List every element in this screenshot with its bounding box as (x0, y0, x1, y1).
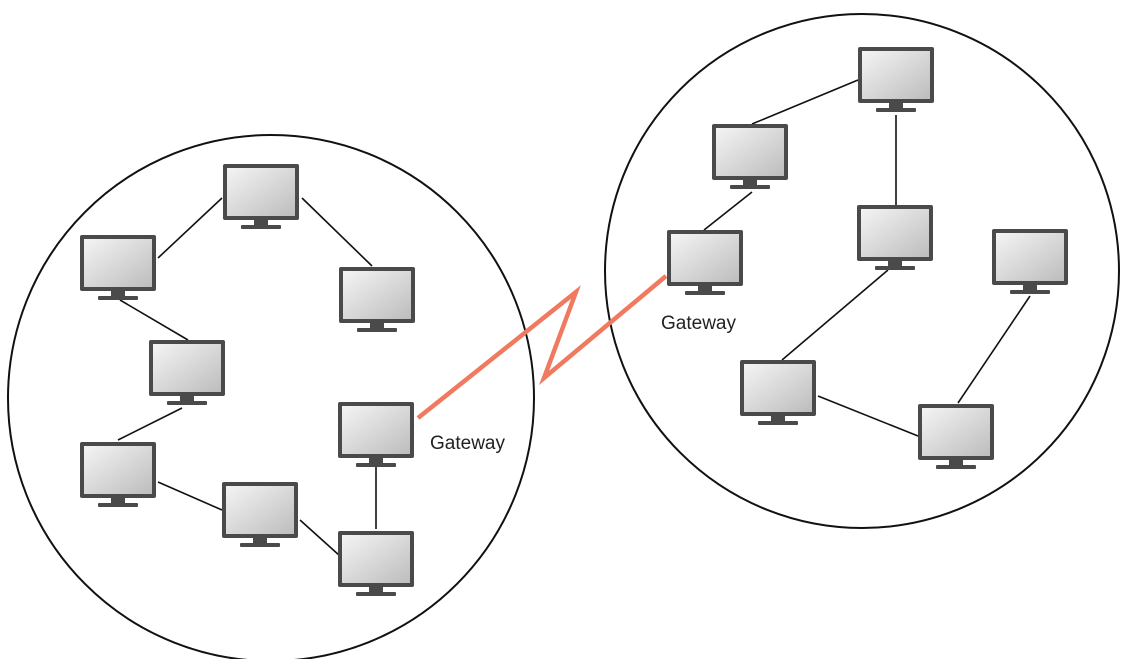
gateway-label-network-b: Gateway (661, 313, 736, 334)
network-a-links (117, 197, 377, 557)
computer-monitor-icon (918, 404, 994, 469)
computer-monitor-icon (80, 442, 156, 507)
gateway-label-network-a: Gateway (430, 433, 505, 454)
computer-monitor-icon (992, 229, 1068, 294)
computer-monitor-icon (858, 47, 934, 112)
network-b-computers (667, 47, 1068, 469)
computer-monitor-icon (339, 267, 415, 332)
computer-monitor-icon (857, 205, 933, 270)
computer-monitor-icon (740, 360, 816, 425)
network-a-computers (80, 164, 415, 596)
wan-link (416, 274, 668, 420)
network-b-links (703, 79, 1031, 437)
computer-monitor-icon (80, 235, 156, 300)
computer-monitor-icon (223, 164, 299, 229)
computer-monitor-icon (712, 124, 788, 189)
computer-monitor-icon (222, 482, 298, 547)
network-b-boundary (604, 13, 1120, 529)
computer-monitor-icon (338, 531, 414, 596)
network-a-boundary (7, 134, 535, 659)
computer-monitor-icon (338, 402, 414, 467)
computer-monitor-icon (667, 230, 743, 295)
computer-monitor-icon (149, 340, 225, 405)
